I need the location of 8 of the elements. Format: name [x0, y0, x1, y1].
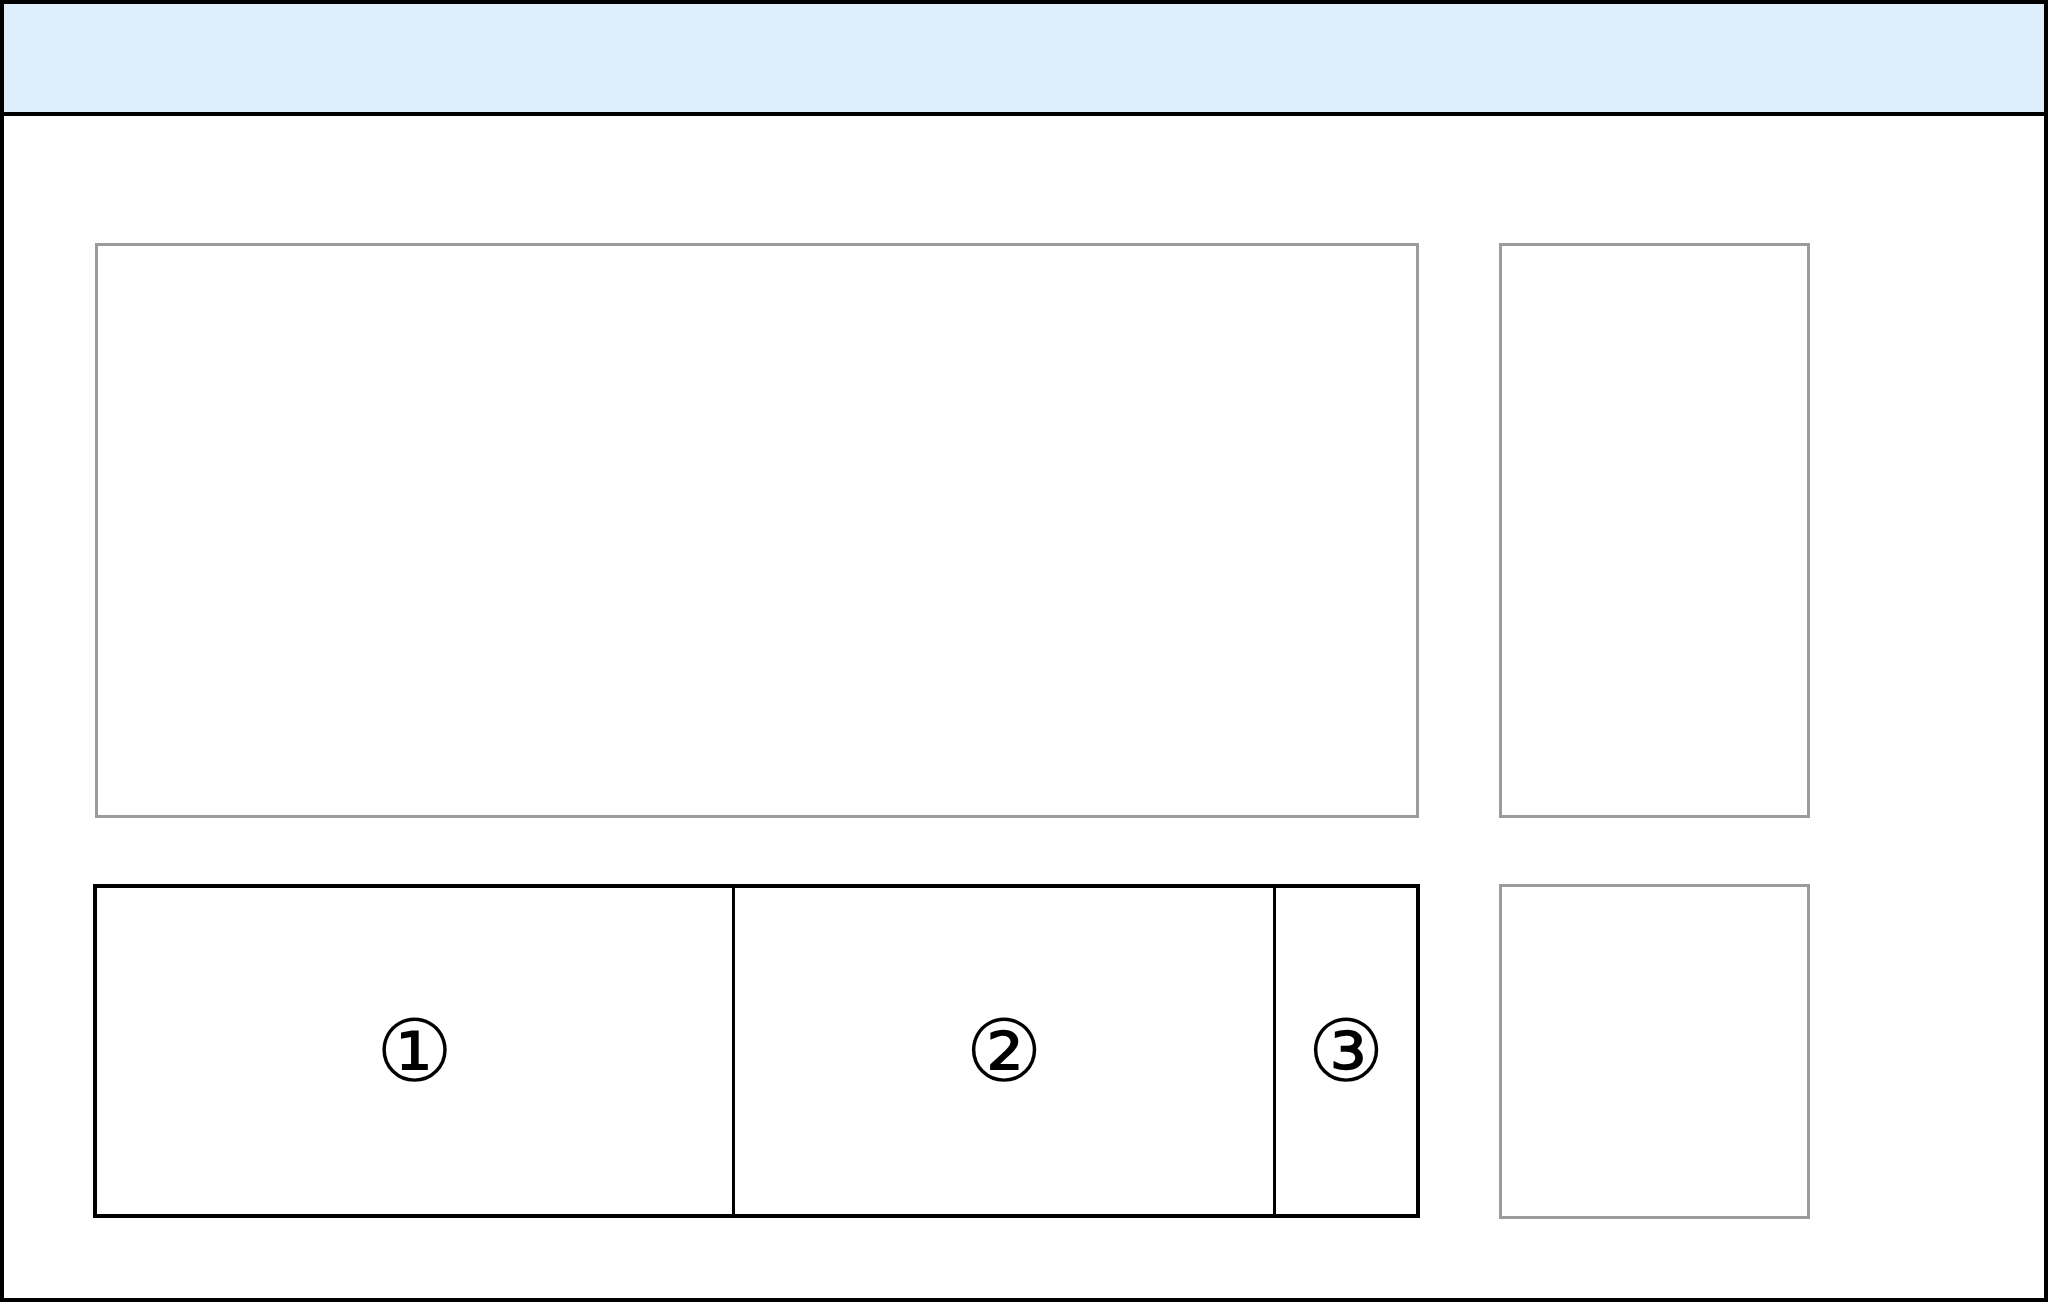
header-bar	[4, 4, 2044, 116]
callout-number: ②	[965, 1008, 1043, 1094]
footer-row-panel	[93, 884, 1420, 1218]
callout-number: ③	[1307, 1008, 1385, 1094]
callout-number: ①	[375, 1008, 454, 1094]
side-panel	[1499, 243, 1810, 818]
side-panel	[1499, 884, 1810, 1219]
content-panel	[95, 243, 1419, 818]
